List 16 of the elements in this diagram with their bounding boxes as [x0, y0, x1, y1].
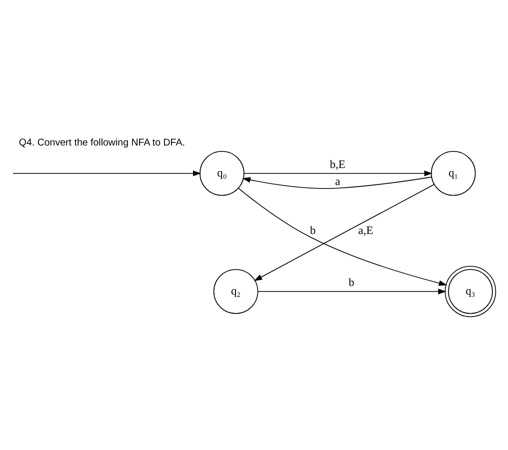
node-circle: q₃: [444, 265, 496, 317]
node-circle: q₁: [430, 150, 476, 196]
arrow: [257, 288, 446, 294]
arrow: [254, 184, 434, 280]
edge-label: b: [310, 224, 316, 236]
edge-label: b: [348, 276, 354, 288]
arrow: [242, 176, 432, 188]
node-circle: q₀: [200, 150, 244, 196]
edge-label: a,E: [358, 224, 374, 236]
edge-label: b,E: [330, 158, 346, 170]
diagram-title: Q4. Convert the following NFA to DFA.: [18, 136, 185, 148]
arrow: [244, 170, 432, 176]
edge-label: a: [335, 175, 340, 188]
node-circle: q₂: [213, 268, 258, 314]
arrow: [238, 187, 448, 286]
arrow: [12, 170, 202, 176]
